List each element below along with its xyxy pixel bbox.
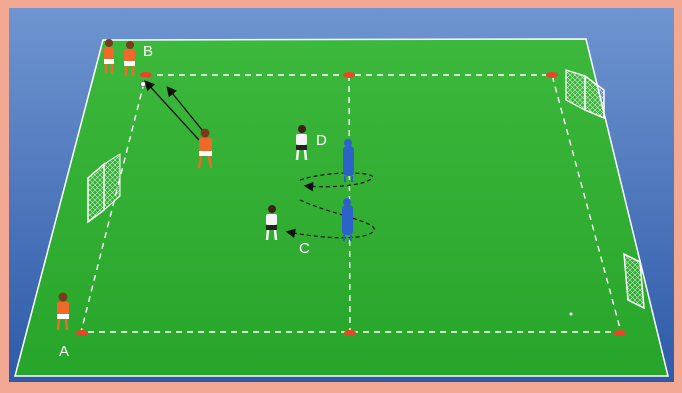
- cone-icon: [614, 330, 626, 336]
- label-a: A: [59, 343, 69, 360]
- cone-icon: [546, 72, 558, 78]
- label-d: D: [316, 132, 327, 149]
- cone-icon: [343, 72, 355, 78]
- cone-icon: [76, 330, 88, 336]
- ball-icon: [570, 313, 573, 316]
- ball-icon: [141, 82, 146, 87]
- cone-icon: [344, 330, 356, 336]
- cone-icon: [140, 72, 152, 78]
- label-c: C: [299, 240, 310, 257]
- label-b: B: [143, 43, 153, 60]
